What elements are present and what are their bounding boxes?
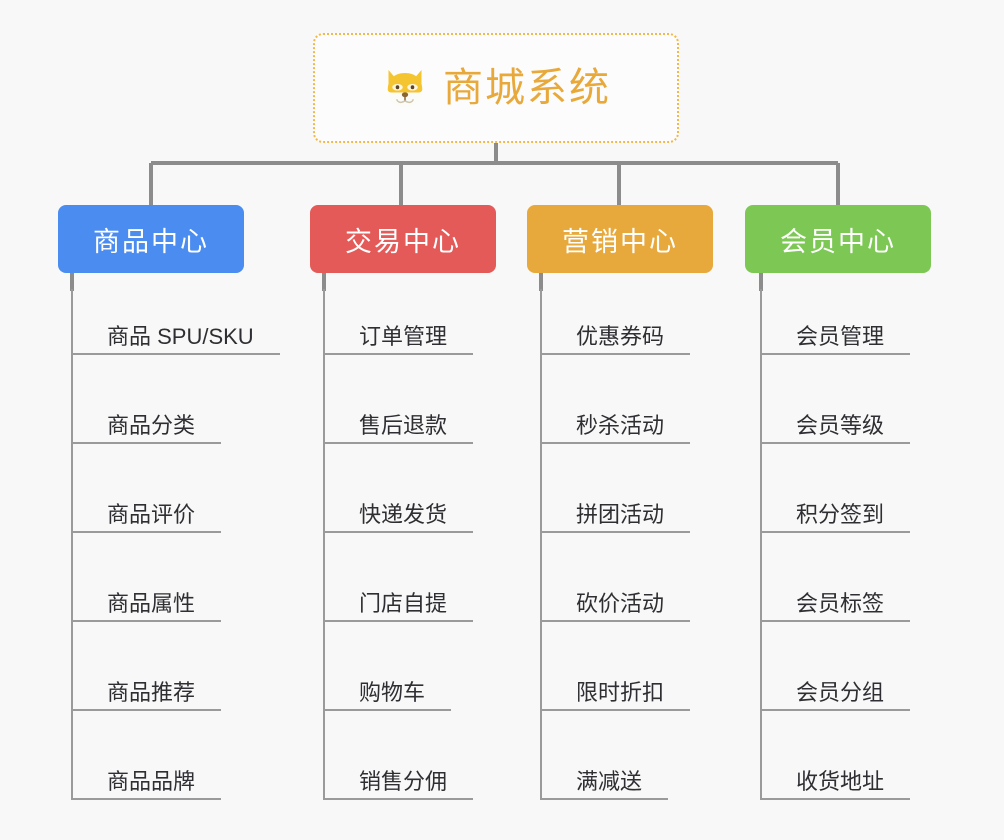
leaf-item-label: 商品推荐 [107,679,196,705]
category-box-1[interactable]: 商品中心 [58,205,244,273]
leaf-item[interactable]: 会员管理 [762,311,911,355]
leaf-item-label: 商品品牌 [107,768,196,794]
leaf-item[interactable]: 商品评价 [73,489,222,533]
leaf-item-label: 商品属性 [107,590,196,616]
root-title: 商城系统 [443,66,611,110]
leaf-item-label: 收货地址 [796,768,885,794]
category-label: 会员中心 [780,226,896,257]
leaf-item-label: 会员分组 [796,679,885,705]
category-label: 营销中心 [562,226,678,257]
leaf-item[interactable]: 砍价活动 [542,578,691,622]
leaf-item[interactable]: 商品品牌 [73,756,222,800]
leaf-item[interactable]: 商品分类 [73,400,222,444]
leaf-item[interactable]: 满减送 [542,756,669,800]
leaf-item[interactable]: 商品推荐 [73,667,222,711]
leaf-item[interactable]: 商品 SPU/SKU [73,311,280,355]
branch-spine [71,289,73,800]
leaf-item-label: 购物车 [359,679,426,705]
leaf-item[interactable]: 秒杀活动 [542,400,691,444]
leaf-item-label: 会员管理 [796,323,885,349]
leaf-item-label: 售后退款 [359,412,448,438]
leaf-item-label: 快递发货 [359,501,448,527]
leaf-item-label: 拼团活动 [576,501,665,527]
leaf-item-label: 满减送 [576,768,643,794]
leaf-item-label: 会员等级 [796,412,885,438]
category-box-4[interactable]: 会员中心 [745,205,931,273]
category-box-3[interactable]: 营销中心 [527,205,713,273]
leaf-item-label: 商品分类 [107,412,196,438]
leaf-item[interactable]: 销售分佣 [325,756,474,800]
category-box-2[interactable]: 交易中心 [310,205,496,273]
leaf-item-label: 订单管理 [359,323,448,349]
branch-spine [540,289,542,800]
leaf-item-label: 会员标签 [796,590,885,616]
leaf-item[interactable]: 商品属性 [73,578,222,622]
leaf-item[interactable]: 收货地址 [762,756,911,800]
leaf-item[interactable]: 优惠券码 [542,311,691,355]
shiba-dog-face-icon [387,70,423,108]
category-label: 商品中心 [93,226,209,257]
leaf-item[interactable]: 会员等级 [762,400,911,444]
root-node[interactable]: 商城系统 [313,33,679,143]
leaf-item-label: 商品评价 [107,501,196,527]
leaf-item[interactable]: 限时折扣 [542,667,691,711]
leaf-item-label: 限时折扣 [576,679,665,705]
leaf-item[interactable]: 订单管理 [325,311,474,355]
leaf-item[interactable]: 快递发货 [325,489,474,533]
leaf-item[interactable]: 会员分组 [762,667,911,711]
leaf-item-label: 商品 SPU/SKU [107,323,254,349]
leaf-item[interactable]: 拼团活动 [542,489,691,533]
branch-spine [323,289,325,800]
branch-spine [760,289,762,800]
leaf-item[interactable]: 购物车 [325,667,452,711]
leaf-item[interactable]: 积分签到 [762,489,911,533]
leaf-item-label: 销售分佣 [359,768,448,794]
leaf-item[interactable]: 会员标签 [762,578,911,622]
leaf-item-label: 优惠券码 [576,323,665,349]
category-label: 交易中心 [345,226,461,257]
leaf-item-label: 砍价活动 [576,590,665,616]
leaf-item-label: 门店自提 [359,590,448,616]
leaf-item-label: 积分签到 [796,501,885,527]
leaf-item-label: 秒杀活动 [576,412,665,438]
leaf-item[interactable]: 售后退款 [325,400,474,444]
leaf-item[interactable]: 门店自提 [325,578,474,622]
